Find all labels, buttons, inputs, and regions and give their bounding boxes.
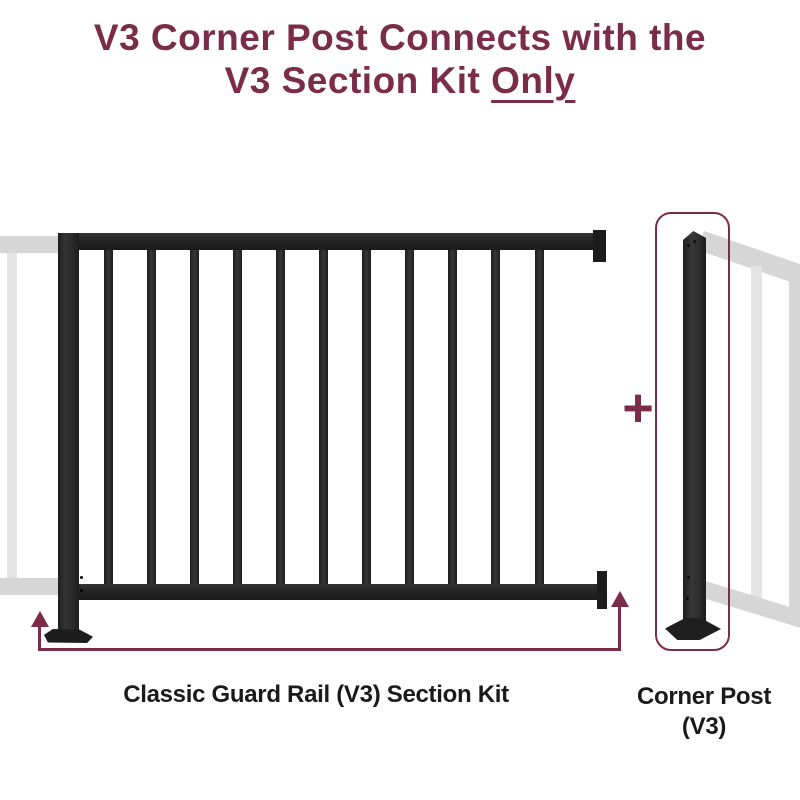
title-line-2: V3 Section Kit Only: [0, 59, 800, 102]
section-top-rail-end-bracket: [593, 230, 606, 262]
baluster: [189, 249, 199, 585]
ghost-left-top-rail: [0, 236, 58, 253]
ghost-left-baluster: [7, 253, 17, 578]
ghost-right-end-post: [789, 272, 800, 617]
corner-post: [683, 231, 706, 625]
mounting-hole: [686, 597, 689, 600]
title-line-2-prefix: V3 Section Kit: [224, 60, 492, 101]
section-top-rail: [58, 233, 606, 250]
up-arrow-right-icon: [611, 591, 629, 607]
baluster: [275, 249, 285, 585]
mounting-hole: [687, 576, 690, 579]
baluster: [491, 249, 501, 585]
mounting-hole: [693, 240, 696, 243]
plus-icon: +: [622, 378, 654, 438]
section-left-post: [58, 233, 79, 635]
baluster: [146, 249, 156, 585]
corner-post-base-plate: [665, 618, 721, 640]
baluster: [319, 249, 328, 585]
section-bottom-rail-end-flange: [597, 571, 607, 609]
bolt-detail: [80, 589, 83, 592]
up-arrow-left-icon: [31, 611, 49, 627]
corner-post-label: Corner Post (V3): [614, 682, 794, 742]
corner-post-label-line2: (V3): [681, 713, 727, 740]
dimension-line: [39, 648, 621, 651]
bolt-detail: [80, 576, 83, 579]
baluster: [362, 249, 372, 585]
section-post-base-plate: [44, 629, 93, 643]
page-title: V3 Corner Post Connects with the V3 Sect…: [0, 16, 800, 102]
baluster: [405, 249, 415, 585]
baluster: [534, 249, 544, 585]
section-bottom-rail: [79, 584, 598, 600]
baluster: [232, 249, 242, 585]
corner-post-label-line1: Corner Post: [636, 683, 772, 710]
title-only-underlined: Only: [491, 60, 576, 101]
baluster: [103, 249, 113, 585]
ghost-left-bottom-rail: [0, 578, 58, 595]
corner-post-highlight-box: [655, 212, 730, 651]
section-kit-label: Classic Guard Rail (V3) Section Kit: [123, 681, 509, 708]
dimension-line-right-segment: [618, 606, 621, 651]
mounting-hole: [687, 244, 690, 247]
title-line-1: V3 Corner Post Connects with the: [93, 17, 707, 58]
ghost-right-baluster: [751, 266, 762, 602]
dimension-line-left-segment: [38, 626, 41, 651]
baluster: [448, 249, 458, 585]
